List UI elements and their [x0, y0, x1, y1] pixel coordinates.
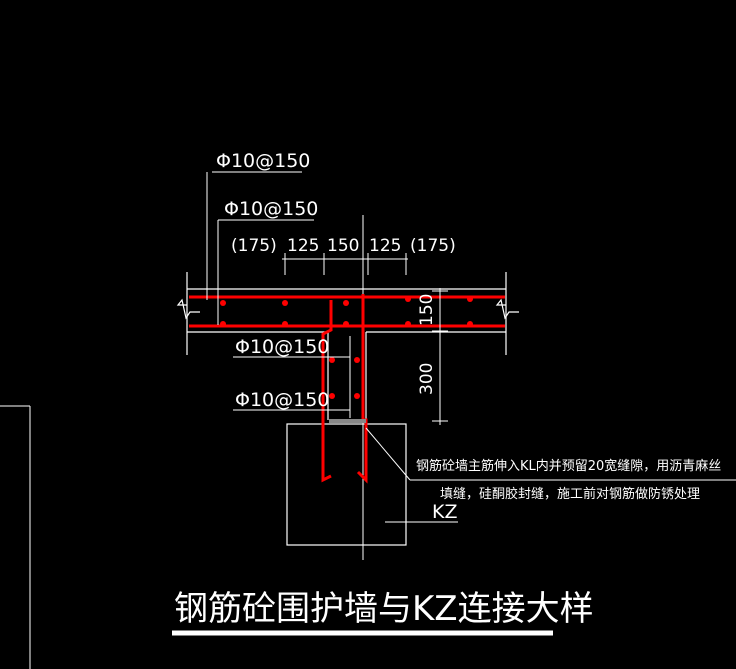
vertical-wall-outline [327, 332, 367, 420]
rebar-label-3: Φ10@150 [235, 336, 329, 358]
dim-125-left: 125 [287, 236, 319, 256]
right-vertical-dimension [432, 288, 448, 425]
rebar-label-1: Φ10@150 [216, 150, 310, 172]
kz-label: KZ [432, 501, 457, 523]
horizontal-wall-outline [176, 272, 519, 355]
rebar-dots [220, 296, 473, 399]
note-text-line-1: 钢筋砼墙主筋伸入KL内并预留20宽缝隙，用沥青麻丝 [416, 458, 721, 474]
dim-vertical-150: 150 [417, 294, 437, 326]
dim-125-right: 125 [369, 236, 401, 256]
dim-vertical-300: 300 [417, 363, 437, 395]
rebar-label-leaders [206, 171, 351, 418]
dim-left-bracket: (175) [231, 236, 277, 256]
rebar-label-4: Φ10@150 [235, 389, 329, 411]
top-dimension-line [282, 253, 408, 275]
drawing-title: 钢筋砼围护墙与KZ连接大样 [174, 589, 594, 629]
kz-column-outline [286, 423, 407, 546]
note-text-line-2: 填缝，硅酮胶封缝，施工前对钢筋做防锈处理 [440, 486, 700, 502]
note-leader-line [365, 427, 411, 481]
rebar-label-2: Φ10@150 [224, 198, 318, 220]
left-frame-fragment [0, 405, 31, 669]
dim-150: 150 [327, 236, 359, 256]
dim-right-bracket: (175) [410, 236, 456, 256]
